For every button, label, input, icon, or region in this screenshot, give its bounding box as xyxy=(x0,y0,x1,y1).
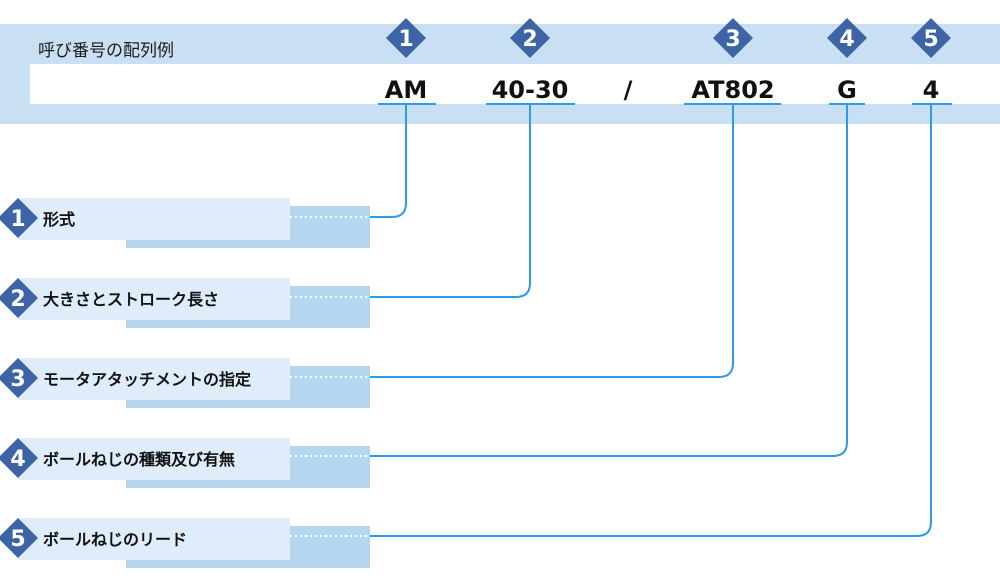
legend-badge-3 xyxy=(0,358,38,398)
header-badge-number-3: 3 xyxy=(725,27,740,52)
legend-row-5-light-panel xyxy=(18,518,290,560)
legend-row-1-light-panel xyxy=(18,198,290,240)
legend-row-2: 2 大きさとストローク長さ xyxy=(0,278,370,328)
legend-label-2: 大きさとストローク長さ xyxy=(43,290,219,309)
legend-row-3-light-panel xyxy=(18,358,290,400)
legend-row-3: 3 モータアタッチメントの指定 xyxy=(0,358,370,408)
connector-line-2 xyxy=(370,104,531,298)
header-badge-number-4: 4 xyxy=(839,27,854,52)
legend-row-2-light-panel xyxy=(18,278,290,320)
legend-badge-4 xyxy=(0,438,38,478)
legend-badge-2 xyxy=(0,278,38,318)
code-value-2: 40-30 xyxy=(492,76,569,104)
legend-badge-5 xyxy=(0,518,38,558)
header-badge-number-2: 2 xyxy=(522,27,537,52)
legend-label-4: ボールねじの種類及び有無 xyxy=(43,450,235,469)
legend-row-4-light-panel xyxy=(18,438,290,480)
legend-badge-number-5: 5 xyxy=(10,527,25,552)
header-badge-1: 1 xyxy=(386,18,426,58)
legend-row-5: 5 ボールねじのリード xyxy=(0,518,370,568)
connector-line-3 xyxy=(370,104,734,378)
header-badge-number-5: 5 xyxy=(923,27,938,52)
diagram-title: 呼び番号の配列例 xyxy=(38,41,174,61)
code-value-5: 4 xyxy=(923,76,940,104)
header-badge-number-1: 1 xyxy=(398,27,413,52)
legend-badge-number-3: 3 xyxy=(10,367,25,392)
legend-label-3: モータアタッチメントの指定 xyxy=(43,370,251,389)
connector-line-4 xyxy=(370,104,848,457)
code-value-3: AT802 xyxy=(691,76,774,104)
legend-row-4: 4 ボールねじの種類及び有無 xyxy=(0,438,370,488)
legend-row-1: 1 形式 xyxy=(0,198,370,248)
header-badge-5: 5 xyxy=(911,18,951,58)
header-inner-panel xyxy=(30,64,1000,104)
legend-badge-number-1: 1 xyxy=(10,207,25,232)
connector-line-5 xyxy=(370,104,932,537)
code-value-1: AM xyxy=(385,76,427,104)
legend-label-5: ボールねじのリード xyxy=(43,530,187,549)
header-badge-2: 2 xyxy=(510,18,550,58)
legend-label-1: 形式 xyxy=(43,210,75,229)
header-badge-4: 4 xyxy=(827,18,867,58)
legend-badge-number-2: 2 xyxy=(10,287,25,312)
legend-badge-1 xyxy=(0,198,38,238)
legend-badge-number-4: 4 xyxy=(10,447,25,472)
code-value-4: G xyxy=(837,76,857,104)
separator-slash: / xyxy=(624,76,633,104)
connector-line-1 xyxy=(370,104,407,218)
header-badge-3: 3 xyxy=(713,18,753,58)
